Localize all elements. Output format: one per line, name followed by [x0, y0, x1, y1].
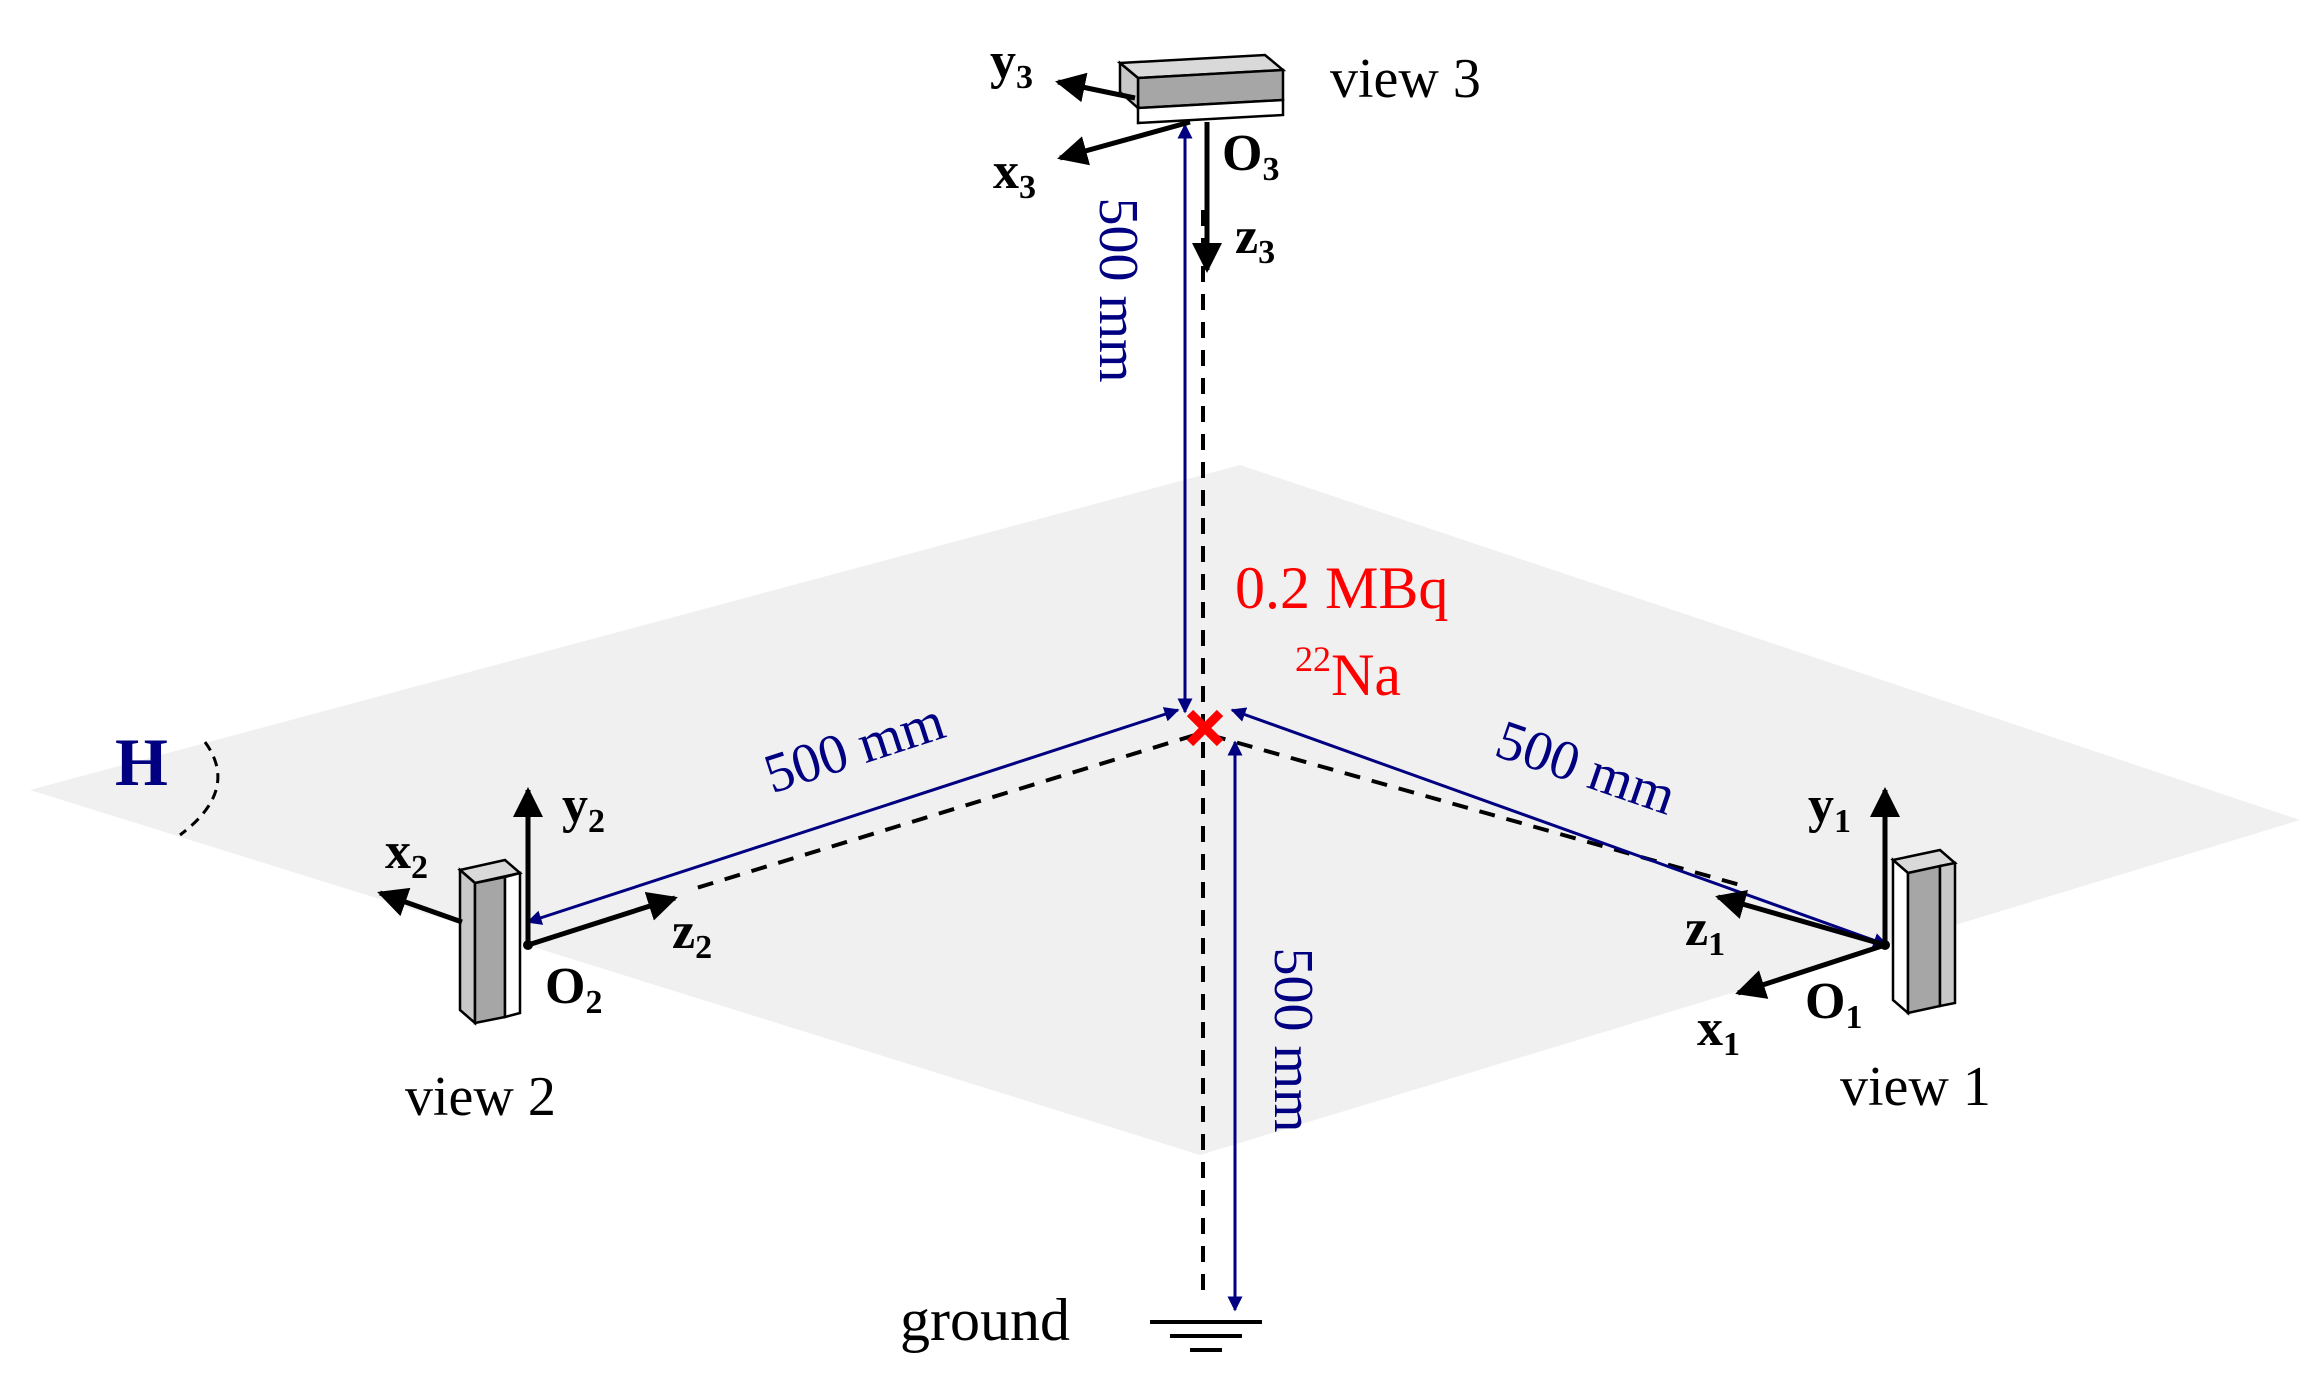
plane-label-arc — [179, 741, 220, 837]
axis-x1 — [1735, 942, 1886, 999]
source-isotope: 22Na — [1295, 639, 1401, 708]
isotope-mass: 22 — [1295, 639, 1331, 679]
view2-label: view 2 — [405, 1066, 556, 1128]
view3-label: view 3 — [1330, 48, 1481, 110]
axis-x3 — [1057, 119, 1191, 166]
view1-label: view 1 — [1840, 1056, 1991, 1118]
dimension-arrow-view2 — [526, 707, 1180, 925]
view3-origin-label: O3 — [1222, 125, 1279, 188]
view2-z-label: z2 — [672, 903, 712, 966]
view2-y-label: y2 — [562, 777, 605, 840]
view2-x-label: x2 — [385, 823, 428, 886]
source-activity: 0.2 MBq — [1235, 555, 1448, 621]
view1-origin-dot — [1880, 940, 1890, 950]
detector-view3 — [1116, 53, 1287, 125]
isotope-symbol: Na — [1331, 642, 1401, 708]
axis-x2 — [377, 887, 463, 925]
ground-symbol — [1150, 1320, 1262, 1352]
plane-label: H — [115, 724, 168, 800]
axis-y3 — [1055, 72, 1136, 103]
dimension-arrow-view1 — [1230, 707, 1889, 948]
view3-z-label: z3 — [1235, 208, 1275, 271]
view1-y-label: y1 — [1808, 777, 1851, 840]
axis-z2 — [527, 891, 678, 948]
view1-z-label: z1 — [1685, 900, 1725, 963]
dimension-label-ground-visible: 500 mm — [1262, 947, 1324, 1132]
view3-x-label: x3 — [993, 143, 1036, 206]
detector-view1 — [1890, 848, 1958, 1016]
axis-z1 — [1715, 890, 1886, 948]
view1-x-label: x1 — [1697, 1000, 1740, 1063]
dimension-label-view3: 500 mm — [1087, 197, 1149, 382]
view2-origin-dot — [523, 940, 533, 950]
detector-view2 — [457, 858, 523, 1026]
plane-h — [30, 465, 2300, 1155]
view1-origin-label: O1 — [1805, 973, 1862, 1036]
ground-label: ground — [900, 1287, 1070, 1353]
view3-y-label: y3 — [990, 33, 1033, 96]
view2-origin-label: O2 — [545, 958, 602, 1021]
source-marker — [1186, 709, 1224, 747]
